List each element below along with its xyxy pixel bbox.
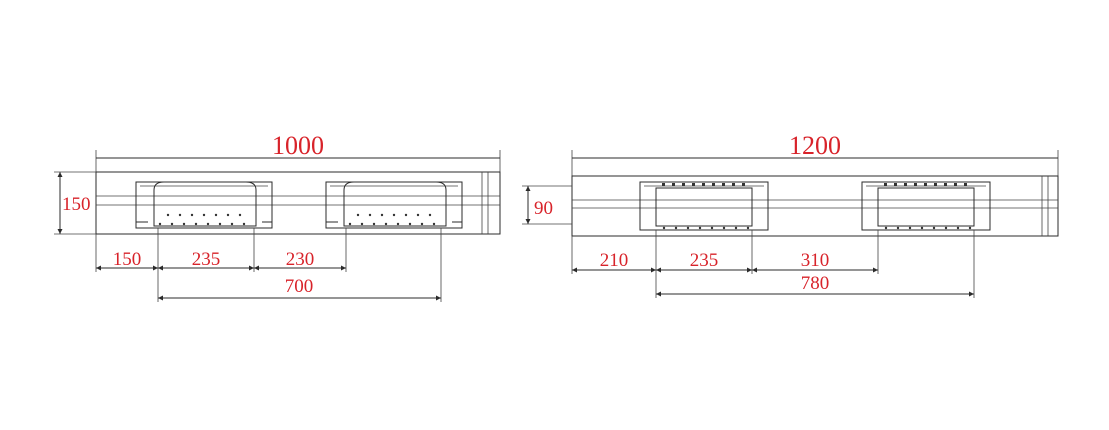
right-dim-b-label: 235	[690, 250, 719, 271]
left-span-label: 700	[285, 276, 314, 297]
left-overall-width-dimension: 1000	[95, 131, 501, 172]
right-chain-dimensions: 210 235 310 780	[571, 230, 975, 298]
left-height-dimension: 150	[54, 171, 96, 235]
right-fork-opening-1	[639, 181, 769, 231]
left-pallet-view: 1000	[54, 131, 501, 302]
right-pallet-view: 1200	[522, 131, 1059, 298]
right-fork-opening-2	[861, 181, 991, 231]
left-overall-width-label: 1000	[272, 131, 324, 160]
right-overall-width-dimension: 1200	[571, 131, 1059, 176]
right-height-dimension: 90	[522, 185, 572, 225]
right-dim-a-label: 210	[600, 250, 629, 271]
left-dim-a-label: 150	[113, 249, 142, 270]
left-dim-b-label: 235	[192, 249, 221, 270]
right-span-label: 780	[801, 273, 830, 294]
left-chain-dimensions: 150 235 230 700	[95, 228, 442, 302]
right-dim-c-label: 310	[801, 250, 830, 271]
right-overall-width-label: 1200	[789, 131, 841, 160]
left-pallet-outline	[95, 171, 501, 235]
right-height-label: 90	[534, 198, 553, 219]
left-fork-opening-1	[135, 181, 273, 229]
left-fork-opening-2	[325, 181, 463, 229]
left-height-label: 150	[62, 194, 91, 215]
right-pallet-outline	[571, 175, 1059, 237]
left-dim-c-label: 230	[286, 249, 315, 270]
